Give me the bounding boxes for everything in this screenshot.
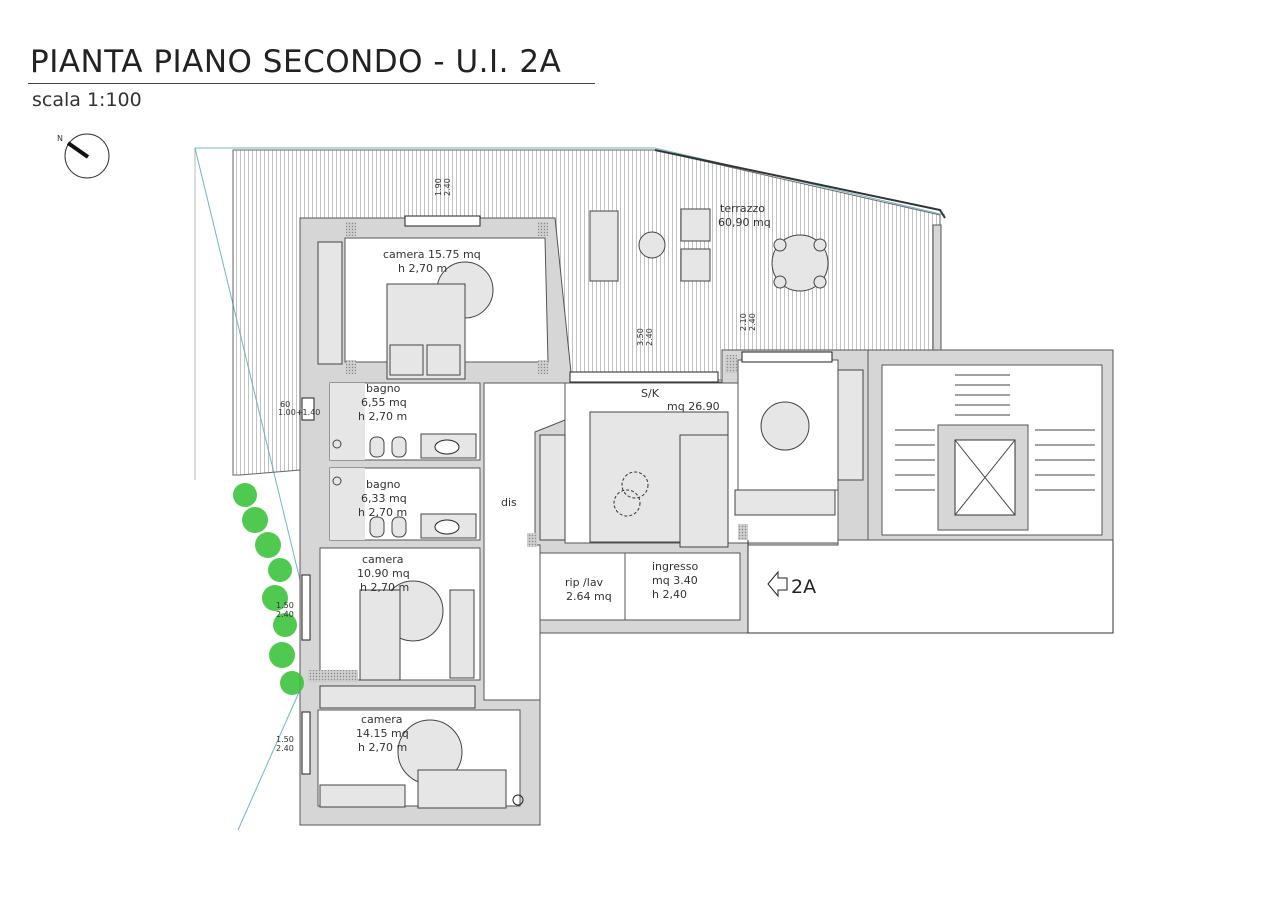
svg-text:1.50: 1.50 (276, 735, 294, 744)
window-dimensions: 1.90 2.40 3.50 2.40 2.10 2.40 60 1.00+1.… (276, 178, 757, 753)
camera3-name: camera (361, 713, 403, 726)
entrance-label: 2A (791, 576, 816, 598)
camera1-height: h 2,70 m (398, 262, 447, 275)
terrace-area: 60,90 mq (718, 216, 771, 229)
vegetation (233, 483, 304, 695)
camera3-area: 14.15 mq (356, 727, 409, 740)
terrace-furniture (589, 208, 829, 292)
ingresso-area: mq 3.40 (652, 574, 698, 587)
plan-scale: scala 1:100 (32, 89, 142, 111)
svg-text:2.10: 2.10 (739, 313, 748, 331)
property-boundary (195, 147, 946, 216)
north-label: N (57, 134, 63, 143)
svg-text:2.40: 2.40 (443, 178, 452, 196)
bagno1-height: h 2,70 m (358, 410, 407, 423)
svg-text:2.40: 2.40 (276, 744, 294, 753)
rip-name: rip /lav (565, 576, 604, 589)
windows (301, 215, 833, 775)
bathroom-fixtures (330, 383, 477, 540)
pillars (308, 222, 748, 682)
dis-name: dis (501, 496, 517, 509)
ingresso-name: ingresso (652, 560, 699, 573)
room-rip-lav (539, 552, 626, 621)
bagno1-area: 6,55 mq (361, 396, 407, 409)
svg-text:1.50: 1.50 (276, 601, 294, 610)
stairwell (747, 349, 1114, 634)
bagno2-area: 6,33 mq (361, 492, 407, 505)
bagno2-height: h 2,70 m (358, 506, 407, 519)
camera2-area: 10.90 mq (357, 567, 410, 580)
svg-text:1.00+1.40: 1.00+1.40 (278, 408, 320, 417)
bedroom-1-furniture (317, 241, 494, 380)
plan-title: PIANTA PIANO SECONDO - U.I. 2A (30, 44, 562, 80)
camera1-name: camera 15.75 mq (383, 248, 481, 261)
svg-text:2.40: 2.40 (748, 313, 757, 331)
terrace-name: terrazzo (720, 202, 765, 215)
svg-text:60: 60 (280, 400, 290, 409)
entrance-arrow-icon (767, 570, 788, 598)
sk-area: mq 26.90 (667, 400, 720, 413)
title-underline (28, 83, 595, 84)
ingresso-height: h 2,40 (652, 588, 687, 601)
bedroom-2-3-furniture (319, 580, 524, 809)
sk-name: S/K (641, 387, 660, 400)
camera2-name: camera (362, 553, 404, 566)
camera2-height: h 2,70 m (360, 581, 409, 594)
svg-text:1.90: 1.90 (434, 178, 443, 196)
svg-text:2.40: 2.40 (645, 328, 654, 346)
camera3-height: h 2,70 m (358, 741, 407, 754)
svg-text:3.50: 3.50 (636, 328, 645, 346)
living-kitchen-furniture (539, 369, 864, 548)
svg-text:2.40: 2.40 (276, 610, 294, 619)
north-arrow-icon: N (57, 133, 110, 179)
bagno2-name: bagno (366, 478, 401, 491)
rip-area: 2.64 mq (566, 590, 612, 603)
bagno1-name: bagno (366, 382, 401, 395)
